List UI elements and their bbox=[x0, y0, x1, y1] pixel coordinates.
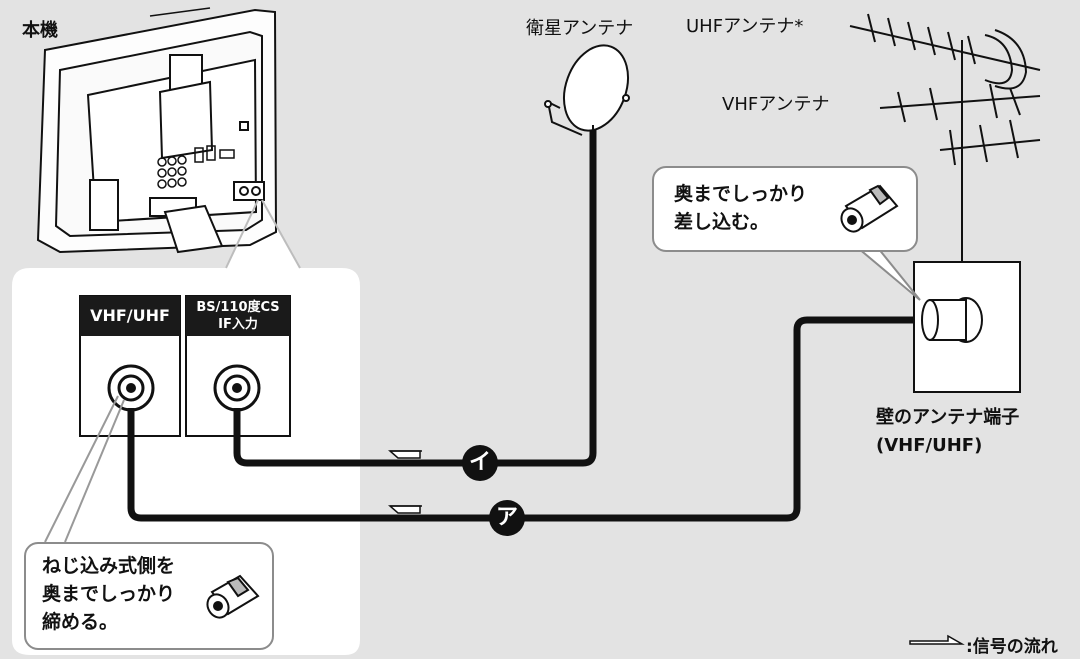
signal-flow-legend: :信号の流れ bbox=[966, 637, 1058, 657]
wall-callout-line2: 差し込む。 bbox=[674, 211, 770, 233]
screw-tighten-callout: ねじ込み式側を 奥までしっかり 締める。 bbox=[24, 542, 274, 650]
cable-a bbox=[127, 316, 928, 522]
badge-a: ア bbox=[489, 500, 525, 536]
wall-terminal-label-line1: 壁のアンテナ端子 bbox=[876, 407, 1020, 428]
legend-arrow bbox=[909, 634, 965, 645]
port-label-bs-cs-line1: BS/110度CS bbox=[196, 300, 280, 315]
port-label-vhf-uhf: VHF/UHF bbox=[80, 296, 180, 336]
tv-unit bbox=[36, 8, 278, 254]
wall-terminal-label-line2: (VHF/UHF) bbox=[876, 435, 983, 456]
screw-callout-line3: 締める。 bbox=[42, 611, 119, 633]
port-label-bs-cs-line2: IF入力 bbox=[218, 317, 258, 332]
main-unit-label: 本機 bbox=[22, 20, 58, 41]
cable-i bbox=[233, 130, 597, 467]
flow-arrow-i bbox=[388, 450, 421, 459]
satellite-antenna-label: 衛星アンテナ bbox=[526, 18, 634, 39]
wall-insert-callout: 奥までしっかり 差し込む。 bbox=[652, 166, 918, 252]
uhf-antenna-label: UHFアンテナ* bbox=[686, 16, 804, 37]
port-label-bs-cs: BS/110度CS IF入力 bbox=[186, 296, 290, 336]
antenna-mast bbox=[849, 13, 1041, 262]
wall-callout-line1: 奥までしっかり bbox=[674, 183, 808, 205]
flow-arrow-a bbox=[388, 505, 421, 514]
tv-rear-jacks bbox=[149, 7, 235, 189]
screw-callout-line1: ねじ込み式側を bbox=[42, 555, 176, 577]
wall-terminal-label: 壁のアンテナ端子 (VHF/UHF) bbox=[876, 404, 1019, 460]
vhf-antenna-label: VHFアンテナ bbox=[722, 94, 830, 115]
screw-callout-line2: 奥までしっかり bbox=[42, 583, 176, 605]
wall-connector bbox=[921, 297, 983, 343]
satellite-dish bbox=[544, 44, 630, 136]
badge-i: イ bbox=[462, 445, 498, 481]
